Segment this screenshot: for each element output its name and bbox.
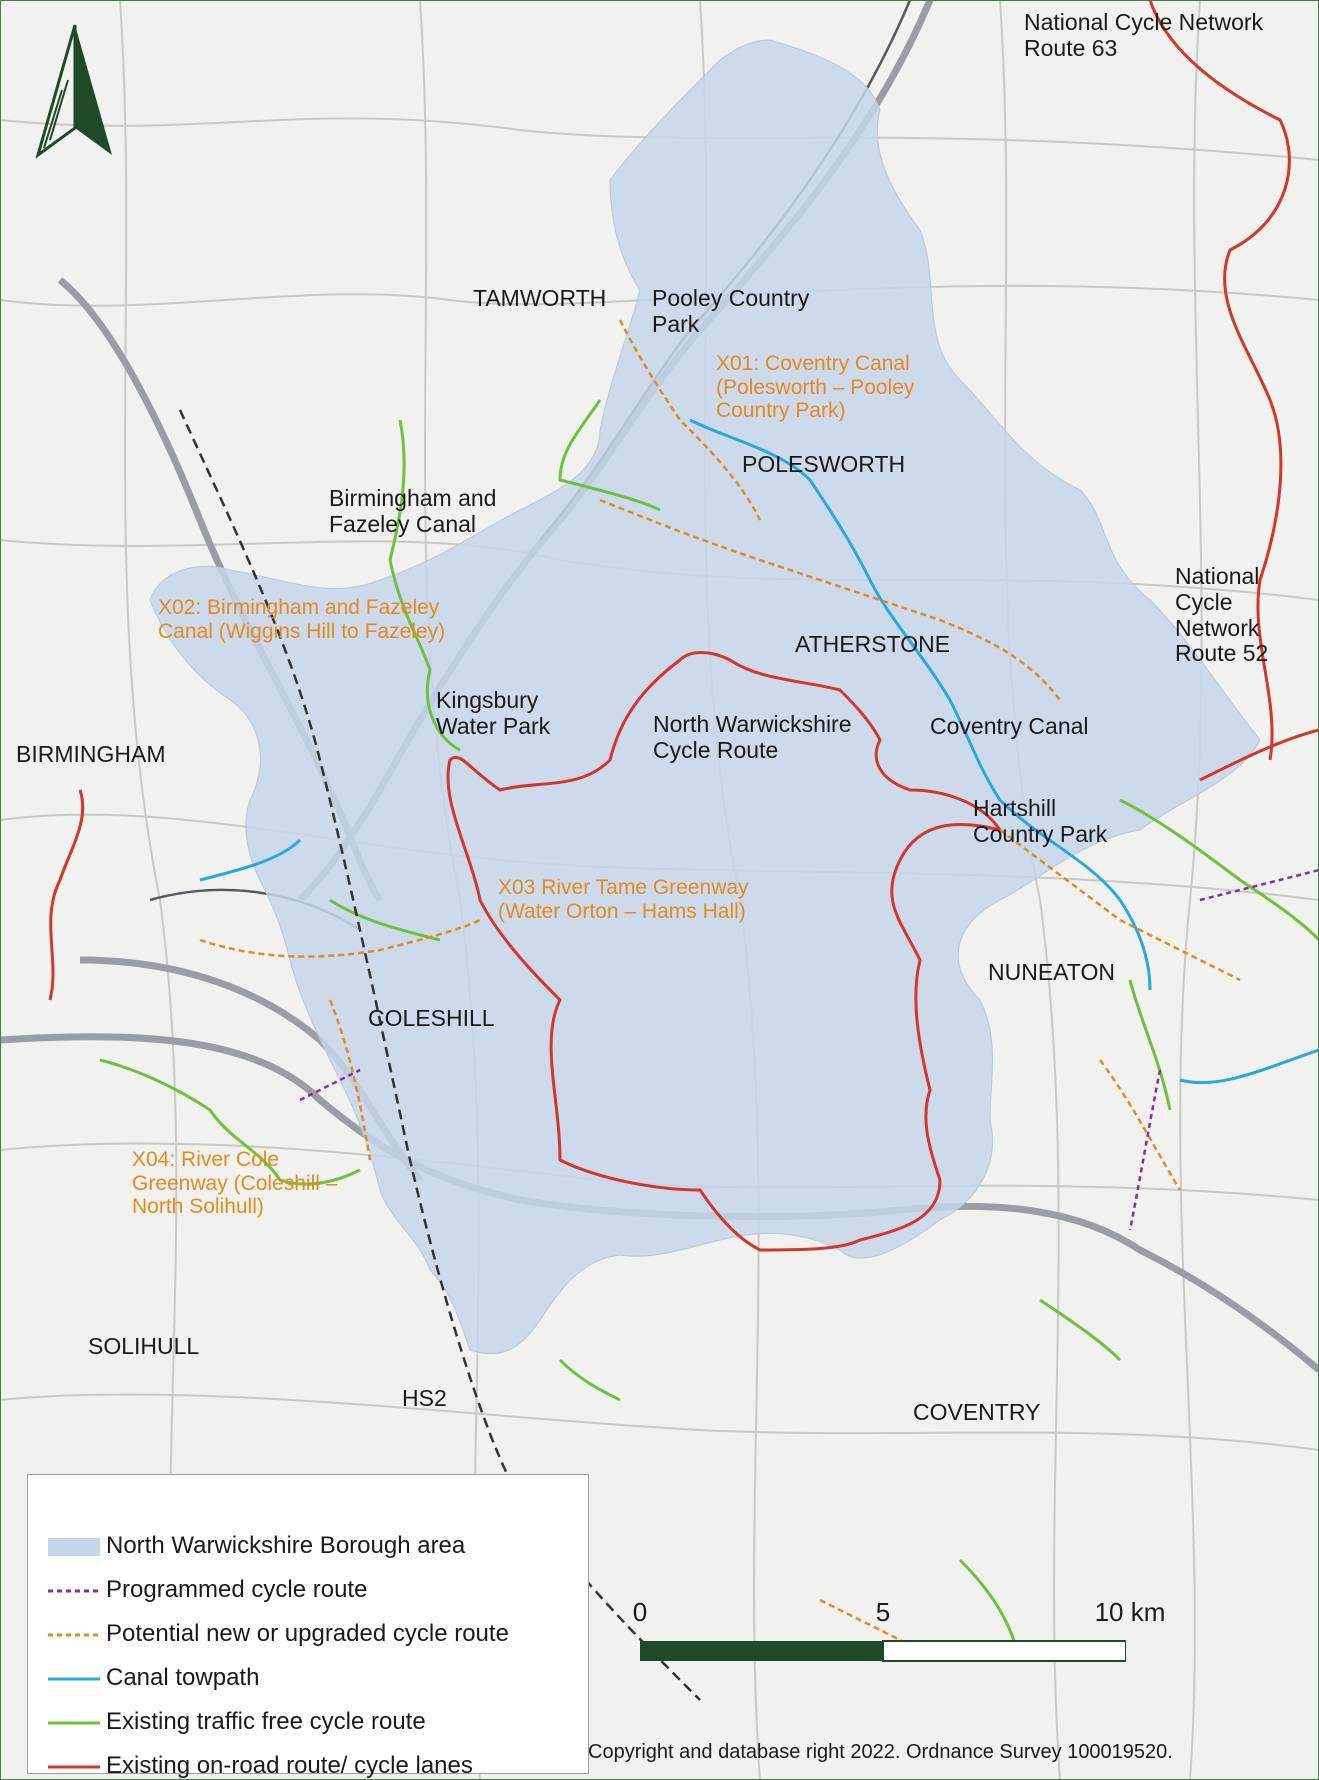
- legend-item-borough: North Warwickshire Borough area: [28, 1525, 588, 1565]
- legend-item-canal: Canal towpath: [28, 1657, 588, 1697]
- legend-label: Existing traffic free cycle route: [106, 1708, 426, 1735]
- label-covcanal: Coventry Canal: [930, 713, 1089, 739]
- label-ncn52: National Cycle Network Route 52: [1175, 563, 1269, 667]
- on-road-routes: [48, 0, 1319, 1252]
- legend-label: Existing on-road route/ cycle lanes: [106, 1752, 473, 1779]
- legend-label: North Warwickshire Borough area: [106, 1532, 466, 1559]
- label-coleshill: COLESHILL: [368, 1005, 495, 1031]
- legend-symbol-potential: [48, 1625, 100, 1645]
- legend-symbol-trafficfree: [48, 1713, 100, 1733]
- label-bfcanal: Birmingham and Fazeley Canal: [329, 485, 497, 537]
- legend-symbol-onroad: [48, 1757, 100, 1777]
- label-kingsbury: Kingsbury Water Park: [436, 687, 551, 739]
- label-x04: X04: River Cole Greenway (Coleshill – No…: [132, 1148, 338, 1219]
- legend-symbol-programmed: [48, 1581, 100, 1601]
- label-x02: X02: Birmingham and Fazeley Canal (Wiggi…: [158, 596, 446, 643]
- label-coventry: COVENTRY: [913, 1399, 1041, 1425]
- legend-symbol-canal: [48, 1669, 100, 1689]
- label-nwcr: North Warwickshire Cycle Route: [653, 711, 852, 763]
- label-nuneaton: NUNEATON: [988, 959, 1115, 985]
- legend-item-onroad: Existing on-road route/ cycle lanes: [28, 1745, 588, 1780]
- scale-tick-0: 0: [632, 1597, 648, 1627]
- label-ncn63: National Cycle Network Route 63: [1024, 9, 1264, 61]
- label-birmingham: BIRMINGHAM: [16, 741, 166, 767]
- label-hartshill: Hartshill Country Park: [973, 795, 1108, 847]
- label-tamworth: TAMWORTH: [473, 285, 607, 311]
- north-arrow-icon: [30, 20, 120, 160]
- scale-tick-10: 10 km: [1094, 1597, 1166, 1627]
- legend-label: Canal towpath: [106, 1664, 260, 1691]
- potential-routes: [199, 319, 1241, 1662]
- programmed-routes: [299, 868, 1319, 1231]
- label-solihull: SOLIHULL: [88, 1333, 200, 1359]
- label-x03: X03 River Tame Greenway (Water Orton – H…: [498, 876, 749, 923]
- legend-item-potential: Potential new or upgraded cycle route: [28, 1613, 588, 1653]
- copyright-notice: Copyright and database right 2022. Ordna…: [588, 1741, 1173, 1763]
- legend-label: Potential new or upgraded cycle route: [106, 1620, 509, 1647]
- label-polesworth: POLESWORTH: [742, 451, 906, 477]
- legend-symbol-borough: [48, 1537, 100, 1557]
- scale-bar: [640, 1639, 1127, 1663]
- scale-tick-5: 5: [875, 1597, 891, 1627]
- label-x01: X01: Coventry Canal (Polesworth – Pooley…: [716, 352, 915, 423]
- label-atherstone: ATHERSTONE: [795, 631, 951, 657]
- legend-label: Programmed cycle route: [106, 1576, 368, 1603]
- label-hs2: HS2: [402, 1385, 447, 1411]
- canal-towpath: [199, 418, 1319, 1085]
- legend-item-programmed: Programmed cycle route: [28, 1569, 588, 1609]
- legend-item-trafficfree: Existing traffic free cycle route: [28, 1701, 588, 1741]
- label-pooley: Pooley Country Park: [652, 285, 810, 337]
- borough-area: [149, 39, 1261, 1355]
